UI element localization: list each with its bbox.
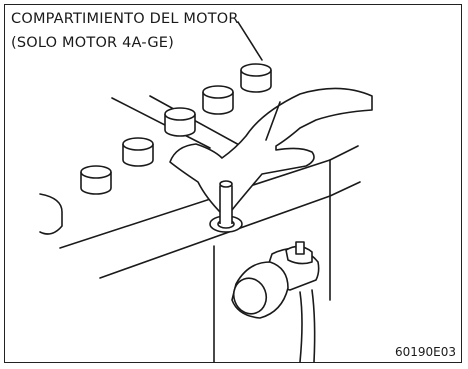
battery-body: [59, 95, 361, 363]
cell-cap: [202, 85, 234, 115]
cell-cap: [80, 165, 112, 195]
caption-leader-line: [237, 21, 263, 61]
cell-cap: [164, 107, 196, 137]
battery-cell-caps: [39, 63, 272, 235]
cell-cap: [240, 63, 272, 93]
cell-cap-partial: [39, 193, 63, 235]
hand-outline: [169, 87, 373, 215]
cable: [299, 291, 303, 363]
caption-line-1: COMPARTIMIENTO DEL MOTOR: [11, 11, 239, 27]
caption-line-2: (SOLO MOTOR 4A-GE): [11, 35, 174, 51]
cell-cap: [122, 137, 154, 167]
figure-code: 60190E03: [394, 345, 456, 359]
battery-terminal: [209, 180, 243, 233]
wire-connector: [231, 241, 320, 319]
